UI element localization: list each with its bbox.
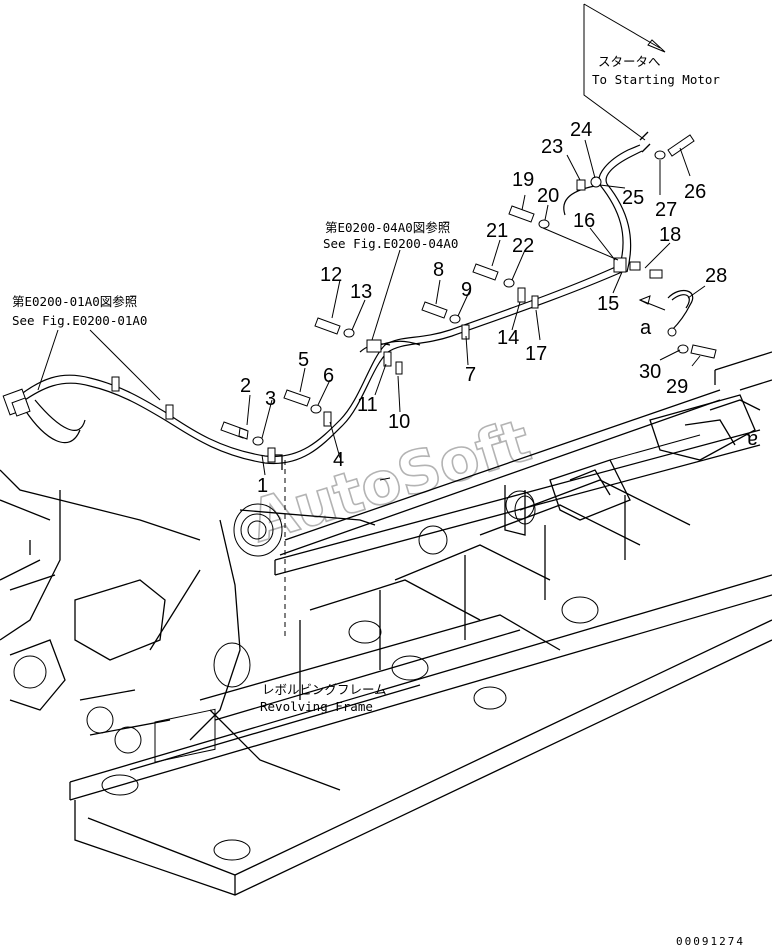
- callout-15: 15: [597, 293, 619, 315]
- callout-10: 10: [388, 411, 410, 433]
- view-a-upper: a: [640, 317, 652, 339]
- callout-23: 23: [541, 136, 563, 158]
- callout-5: 5: [298, 349, 309, 371]
- callout-22: 22: [512, 235, 534, 257]
- view-a-lower: a: [746, 429, 758, 451]
- callout-20: 20: [537, 185, 559, 207]
- callout-12: 12: [320, 264, 342, 286]
- drawing-id: 00091274: [676, 935, 745, 948]
- fasteners: [220, 134, 717, 446]
- callout-14: 14: [497, 327, 519, 349]
- starter-note-ja: スタータへ: [598, 54, 661, 69]
- callout-18: 18: [659, 224, 681, 246]
- callout-2: 2: [240, 375, 251, 397]
- callout-24: 24: [570, 119, 592, 141]
- callout-13: 13: [350, 281, 372, 303]
- starter-note-en: To Starting Motor: [592, 72, 720, 87]
- callout-3: 3: [265, 388, 276, 410]
- callout-30: 30: [639, 361, 661, 383]
- ref-note-2-en: See Fig.E0200-04A0: [323, 236, 458, 251]
- callout-27: 27: [655, 199, 677, 221]
- callout-16: 16: [573, 210, 595, 232]
- callout-8: 8: [433, 259, 444, 281]
- leader-lines: [37, 3, 706, 481]
- frame-label-en: Revolving Frame: [260, 699, 373, 714]
- wiring-harness: [2, 131, 694, 465]
- callout-9: 9: [461, 279, 472, 301]
- frame-label-ja: レボルビングフレーム: [262, 682, 387, 697]
- callout-25: 25: [622, 187, 644, 209]
- callout-19: 19: [512, 169, 534, 191]
- callout-29: 29: [666, 376, 688, 398]
- callout-7: 7: [465, 364, 476, 386]
- callout-6: 6: [323, 365, 334, 387]
- callout-21: 21: [486, 220, 508, 242]
- callout-11: 11: [357, 394, 378, 416]
- ref-note-1-en: See Fig.E0200-01A0: [12, 313, 147, 328]
- revolving-frame: [69, 351, 772, 896]
- ref-note-2-ja: 第E0200-04A0図参照: [325, 220, 450, 235]
- ref-note-1-ja: 第E0200-01A0図参照: [12, 294, 137, 309]
- callout-17: 17: [525, 343, 547, 365]
- part-callouts: 1 2 3 4 5 6 7 8 9 10 11 12 13 14 15 16 1…: [240, 119, 727, 497]
- callout-28: 28: [705, 265, 727, 287]
- boom-foot-structure: [0, 469, 376, 754]
- callout-1: 1: [257, 475, 268, 497]
- callout-4: 4: [333, 449, 344, 471]
- callout-26: 26: [684, 181, 706, 203]
